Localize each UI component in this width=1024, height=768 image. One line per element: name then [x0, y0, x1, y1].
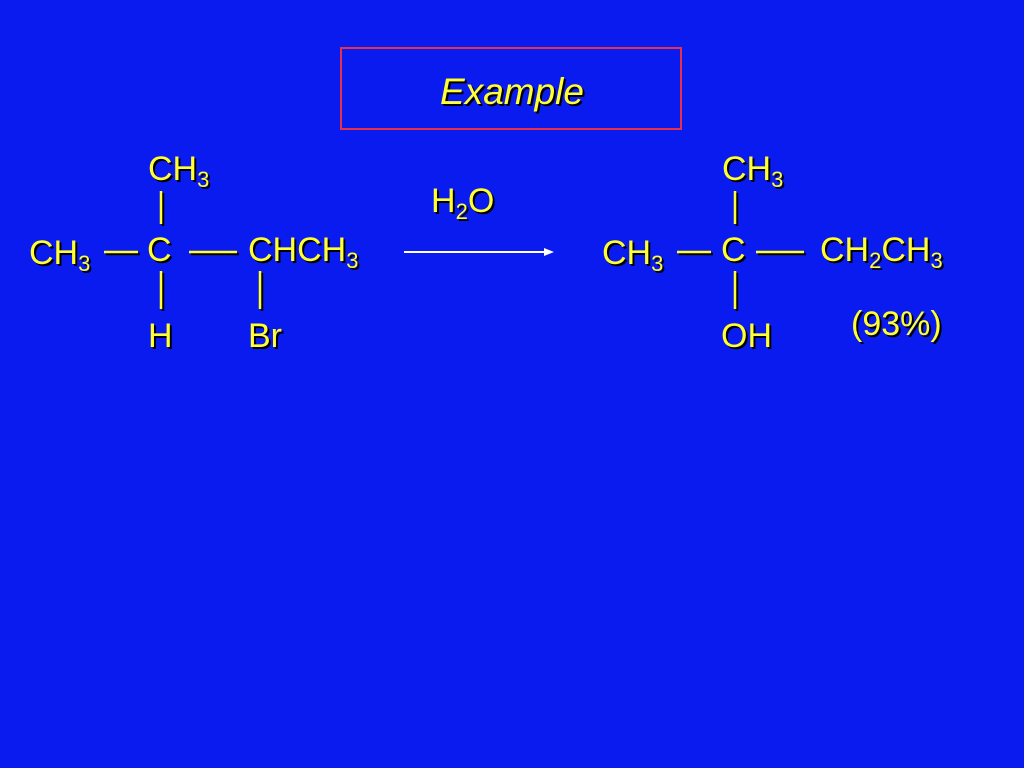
svg-text:CHCH3: CHCH3 — [250, 233, 360, 275]
reactant-left-methyl: CH3 — [29, 234, 90, 276]
reactant-right-group: CHCH3 — [248, 231, 358, 273]
reaction-arrow-group: H2O H2O — [404, 182, 554, 256]
svg-text:(93%): (93%) — [853, 307, 944, 345]
svg-text:C: C — [149, 233, 174, 271]
product-left-methyl: CH3 — [602, 234, 663, 276]
product-hydroxyl: OH — [721, 317, 772, 355]
reaction-yield: (93%) — [851, 305, 942, 343]
reactant-center-carbon: C — [147, 231, 172, 269]
product-center-carbon: C — [721, 231, 746, 269]
svg-text:H: H — [150, 319, 175, 357]
reactant-hydrogen: H — [148, 317, 173, 355]
slide-title: Example — [440, 71, 584, 112]
product-structure: CH3 CH3 CH3 CH3 C C CH2CH3 CH2CH3 OH OH — [602, 150, 945, 357]
svg-text:CH2CH3: CH2CH3 — [822, 233, 945, 275]
svg-text:H2O: H2O — [433, 184, 496, 226]
product-right-ethyl: CH2CH3 — [820, 231, 943, 273]
reactant-top-methyl: CH3 — [148, 150, 209, 192]
product-top-methyl: CH3 — [722, 150, 783, 192]
reaction-arrow-head — [544, 248, 554, 256]
svg-text:C: C — [723, 233, 748, 271]
svg-text:OH: OH — [723, 319, 774, 357]
reactant-bromine: Br — [248, 317, 282, 355]
svg-text:Br: Br — [250, 319, 284, 357]
reagent-water: H2O — [431, 182, 494, 224]
title-box — [340, 47, 682, 130]
reactant-structure: CH3 CH3 CH3 CH3 C C CHCH3 CHCH3 H H Br B… — [29, 150, 360, 357]
